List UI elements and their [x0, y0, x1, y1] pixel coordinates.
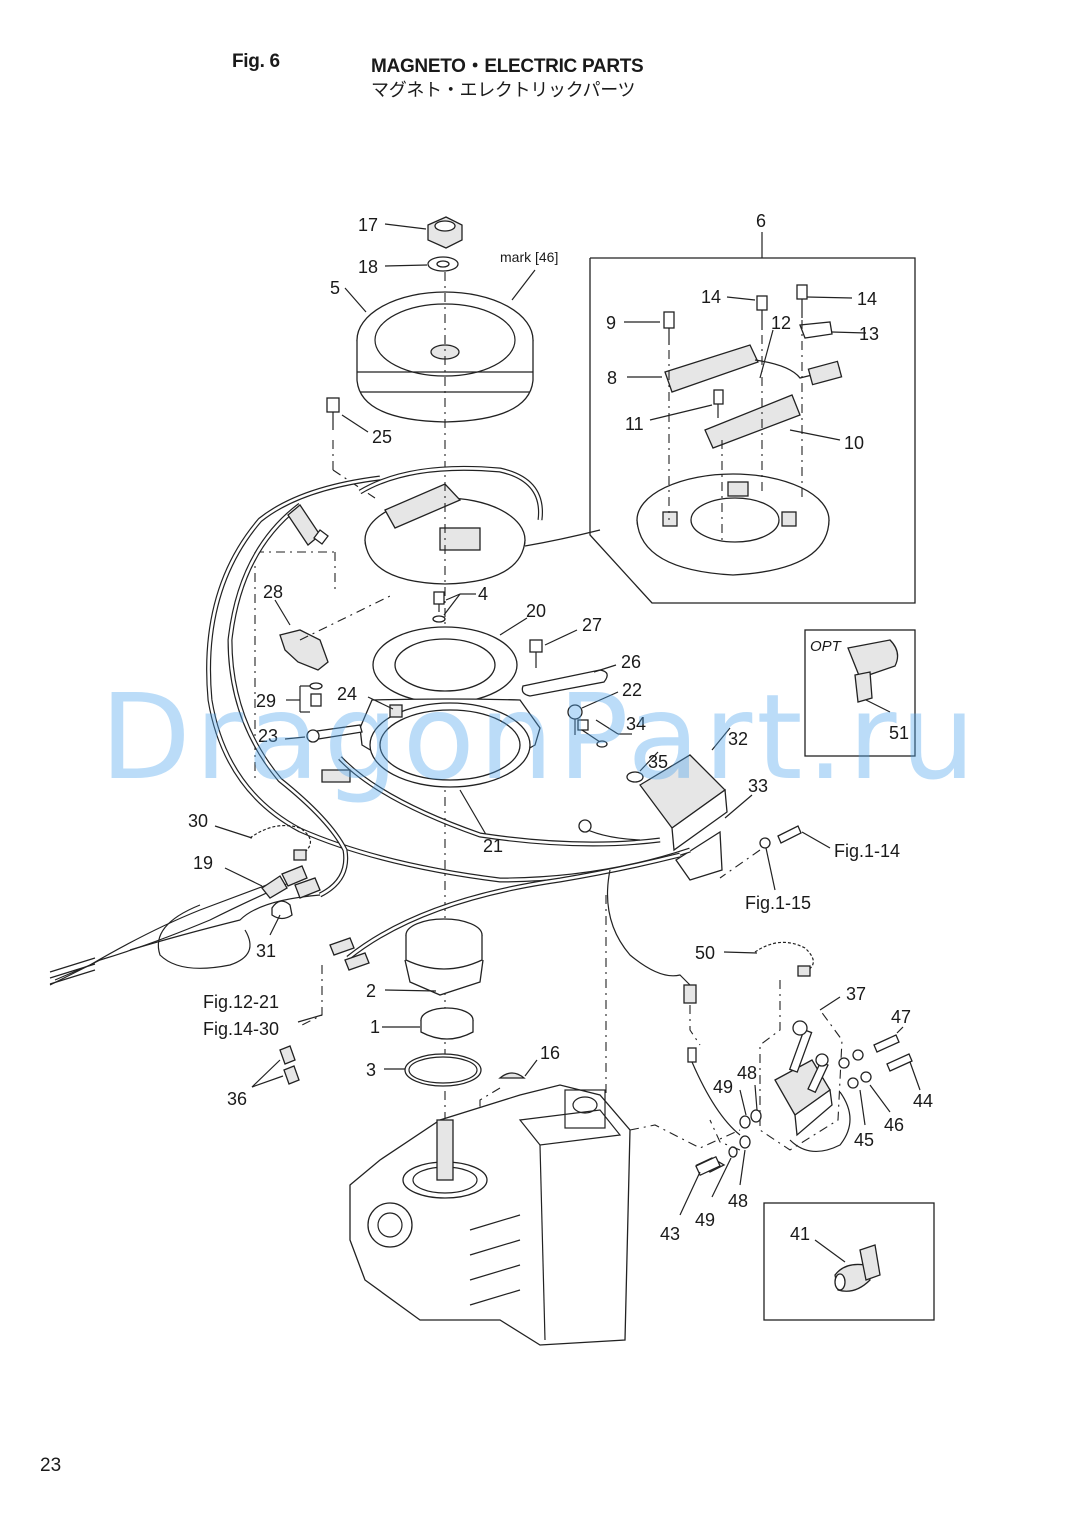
- callout-29: 29: [256, 691, 276, 711]
- callout-23: 23: [258, 726, 278, 746]
- callout-26: 26: [621, 652, 641, 672]
- callout-20: 20: [526, 601, 546, 621]
- callout-21: 21: [483, 836, 503, 856]
- callout-6: 6: [756, 211, 766, 231]
- callout-45: 45: [854, 1130, 874, 1150]
- page-title-japanese: マグネト・エレクトリックパーツ: [371, 80, 636, 100]
- callout-19: 19: [193, 853, 213, 873]
- plug-cap-group: [606, 869, 921, 1216]
- callout-22: 22: [622, 680, 642, 700]
- callout-1: 1: [370, 1017, 380, 1037]
- callout-47: 47: [891, 1007, 911, 1027]
- callout-25: 25: [372, 427, 392, 447]
- wiring-harness: [49, 465, 691, 1088]
- callout-18: 18: [358, 257, 378, 277]
- callout-43: 43: [660, 1224, 680, 1244]
- callout-28: 28: [263, 582, 283, 602]
- fig-ref-12-21: Fig.12-21: [203, 992, 279, 1012]
- callout-46: 46: [884, 1115, 904, 1135]
- callout-4: 4: [478, 584, 488, 604]
- callout-24: 24: [337, 684, 357, 704]
- flywheel-assembly: [254, 216, 831, 1220]
- fig-ref-1-15: Fig.1-15: [745, 893, 811, 913]
- callout-10: 10: [844, 433, 864, 453]
- crankcase-block: [349, 895, 741, 1346]
- callout-34: 34: [626, 714, 646, 734]
- callout-13: 13: [859, 324, 879, 344]
- callout-5: 5: [330, 278, 340, 298]
- callout-2: 2: [366, 981, 376, 1001]
- callout-12: 12: [771, 313, 791, 333]
- callout-33: 33: [748, 776, 768, 796]
- callout-9: 9: [606, 313, 616, 333]
- mark-note: mark [46]: [500, 249, 558, 265]
- callout-49a: 49: [713, 1077, 733, 1097]
- callout-14a: 14: [701, 287, 721, 307]
- callout-36: 36: [227, 1089, 247, 1109]
- fig-ref-14-30: Fig.14-30: [203, 1019, 279, 1039]
- callout-48b: 48: [728, 1191, 748, 1211]
- callout-31: 31: [256, 941, 276, 961]
- fig-ref-1-14: Fig.1-14: [834, 841, 900, 861]
- callout-30: 30: [188, 811, 208, 831]
- page-number: 23: [40, 1455, 62, 1476]
- callout-17: 17: [358, 215, 378, 235]
- watermark: DragonPart.ru: [100, 668, 980, 806]
- callout-37: 37: [846, 984, 866, 1004]
- callout-32: 32: [728, 729, 748, 749]
- callout-48a: 48: [737, 1063, 757, 1083]
- callout-41: 41: [790, 1224, 810, 1244]
- callout-51: 51: [889, 723, 909, 743]
- callout-11: 11: [625, 414, 644, 434]
- callout-49b: 49: [695, 1210, 715, 1230]
- callout-14b: 14: [857, 289, 877, 309]
- callout-44: 44: [913, 1091, 933, 1111]
- callout-35: 35: [648, 752, 668, 772]
- elbow-fitting-box: [763, 1202, 935, 1321]
- page-title: MAGNETO・ELECTRIC PARTS: [371, 56, 644, 77]
- figure-number: Fig. 6: [232, 51, 280, 72]
- callout-16: 16: [540, 1043, 560, 1063]
- opt-label: OPT: [810, 638, 843, 655]
- callout-3: 3: [366, 1060, 376, 1080]
- callout-8: 8: [607, 368, 617, 388]
- callout-27: 27: [582, 615, 602, 635]
- callout-50: 50: [695, 943, 715, 963]
- stator-detail-inset: [589, 232, 916, 604]
- optional-plug-cap-box: [804, 629, 916, 757]
- part-callout-labels: 17 18 5 mark [46] 25 6 9 14 14 12 13 8 1…: [188, 211, 933, 1244]
